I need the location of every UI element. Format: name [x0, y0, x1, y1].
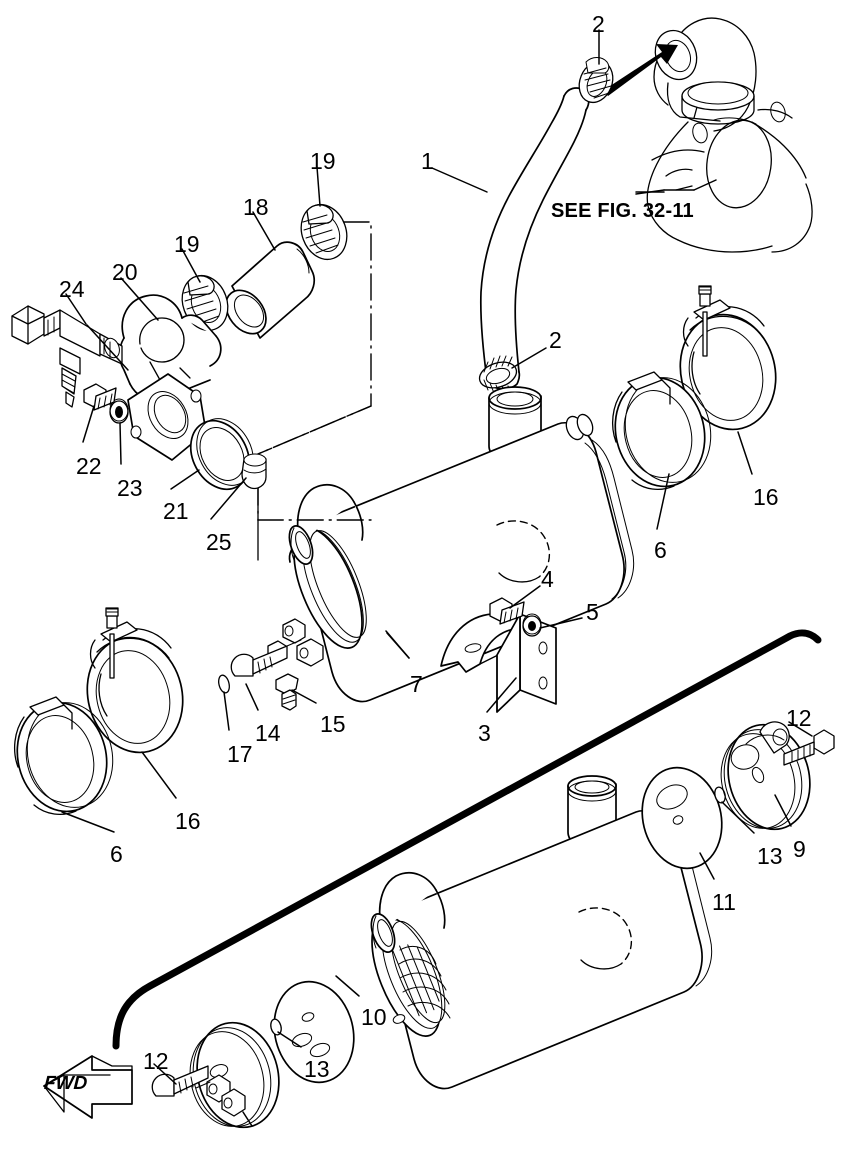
- part-3-mounting-bracket: [440, 613, 557, 713]
- section-divider-line: [112, 629, 822, 1050]
- callout-number-2: 2: [592, 11, 605, 37]
- callout-number-4: 4: [541, 566, 554, 592]
- callout-number-6: 6: [654, 537, 667, 563]
- see-fig-reference-note: SEE FIG. 32-11: [551, 200, 694, 222]
- fwd-arrow-label: FWD: [43, 1073, 88, 1094]
- callout-number-12: 12: [143, 1048, 169, 1074]
- callout-number-10: 10: [361, 1004, 387, 1030]
- fwd-orientation-arrow: [43, 1055, 133, 1119]
- part-22-stud-bolt: [83, 383, 117, 411]
- part-9-end-cap-with-stud: [720, 721, 811, 831]
- callout-number-3: 3: [478, 720, 491, 746]
- callout-number-18: 18: [243, 194, 269, 220]
- callout-number-13: 13: [304, 1056, 330, 1082]
- part-19-worm-clamp-right: [300, 203, 348, 261]
- callout-number-25: 25: [206, 529, 232, 555]
- callout-number-2: 2: [549, 327, 562, 353]
- callout-number-22: 22: [76, 453, 102, 479]
- part-2-hose-clamp-upper: [578, 57, 614, 104]
- part-4-hex-bolt: [489, 597, 525, 625]
- callout-number-24: 24: [59, 276, 85, 302]
- callout-number-19: 19: [174, 231, 200, 257]
- part-10-baffle-plate: [273, 980, 355, 1084]
- part-17-seal-washer: [218, 674, 230, 694]
- part-20-water-elbow-housing: [118, 294, 222, 461]
- part-5-washer: [522, 613, 542, 637]
- callout-number-15: 15: [320, 711, 346, 737]
- callout-number-17: 17: [227, 741, 253, 767]
- callout-number-7: 7: [410, 671, 423, 697]
- engine-manifold-reference-illustration: [604, 17, 813, 253]
- callout-number-21: 21: [163, 498, 189, 524]
- callout-number-20: 20: [112, 259, 138, 285]
- callout-number-13: 13: [757, 843, 783, 869]
- part-11-gasket-plate: [641, 766, 723, 870]
- callout-number-6: 6: [110, 841, 123, 867]
- callout-number-9: 9: [793, 836, 806, 862]
- part-15-drain-nipple: [275, 673, 299, 711]
- callout-number-14: 14: [255, 720, 281, 746]
- callout-number-11: 11: [712, 889, 736, 915]
- callout-leader-lines: [61, 29, 813, 1127]
- part-21-gasket-ring: [189, 418, 254, 491]
- end-cap-with-studs-lower-left: [189, 1021, 280, 1129]
- callout-number-23: 23: [117, 475, 143, 501]
- callout-number-1: 1: [421, 148, 434, 174]
- part-7-muffler-assembly: [267, 386, 635, 703]
- part-14-drain-plug-bolt: [230, 639, 302, 677]
- callout-number-16: 16: [753, 484, 779, 510]
- part-16-v-band-clamp-right: [679, 285, 777, 431]
- part-6-v-band-clamp-left-upper: [611, 371, 712, 491]
- part-13-o-ring-lower: [270, 1018, 282, 1036]
- part-6-v-band-clamp-left-lower: [13, 696, 114, 816]
- part-12-flange-bolt-lower: [151, 1065, 209, 1097]
- baffle-mesh: [392, 944, 451, 1019]
- part-1-exhaust-hose: [479, 87, 590, 390]
- part-18-rubber-connector-hose: [225, 241, 315, 339]
- part-23-sealing-washer: [109, 398, 129, 424]
- callout-number-12: 12: [786, 705, 812, 731]
- part-12-flange-bolt-right: [783, 729, 835, 766]
- part-24-hose-fitting-tee: [11, 305, 129, 408]
- part-16-v-band-clamp-mid-left: [86, 607, 184, 754]
- part-2-hose-clamp-lower: [478, 355, 518, 396]
- callout-number-19: 19: [310, 148, 336, 174]
- part-25-plug-cap: [241, 453, 267, 490]
- callout-number-16: 16: [175, 808, 201, 834]
- callout-number-5: 5: [586, 599, 599, 625]
